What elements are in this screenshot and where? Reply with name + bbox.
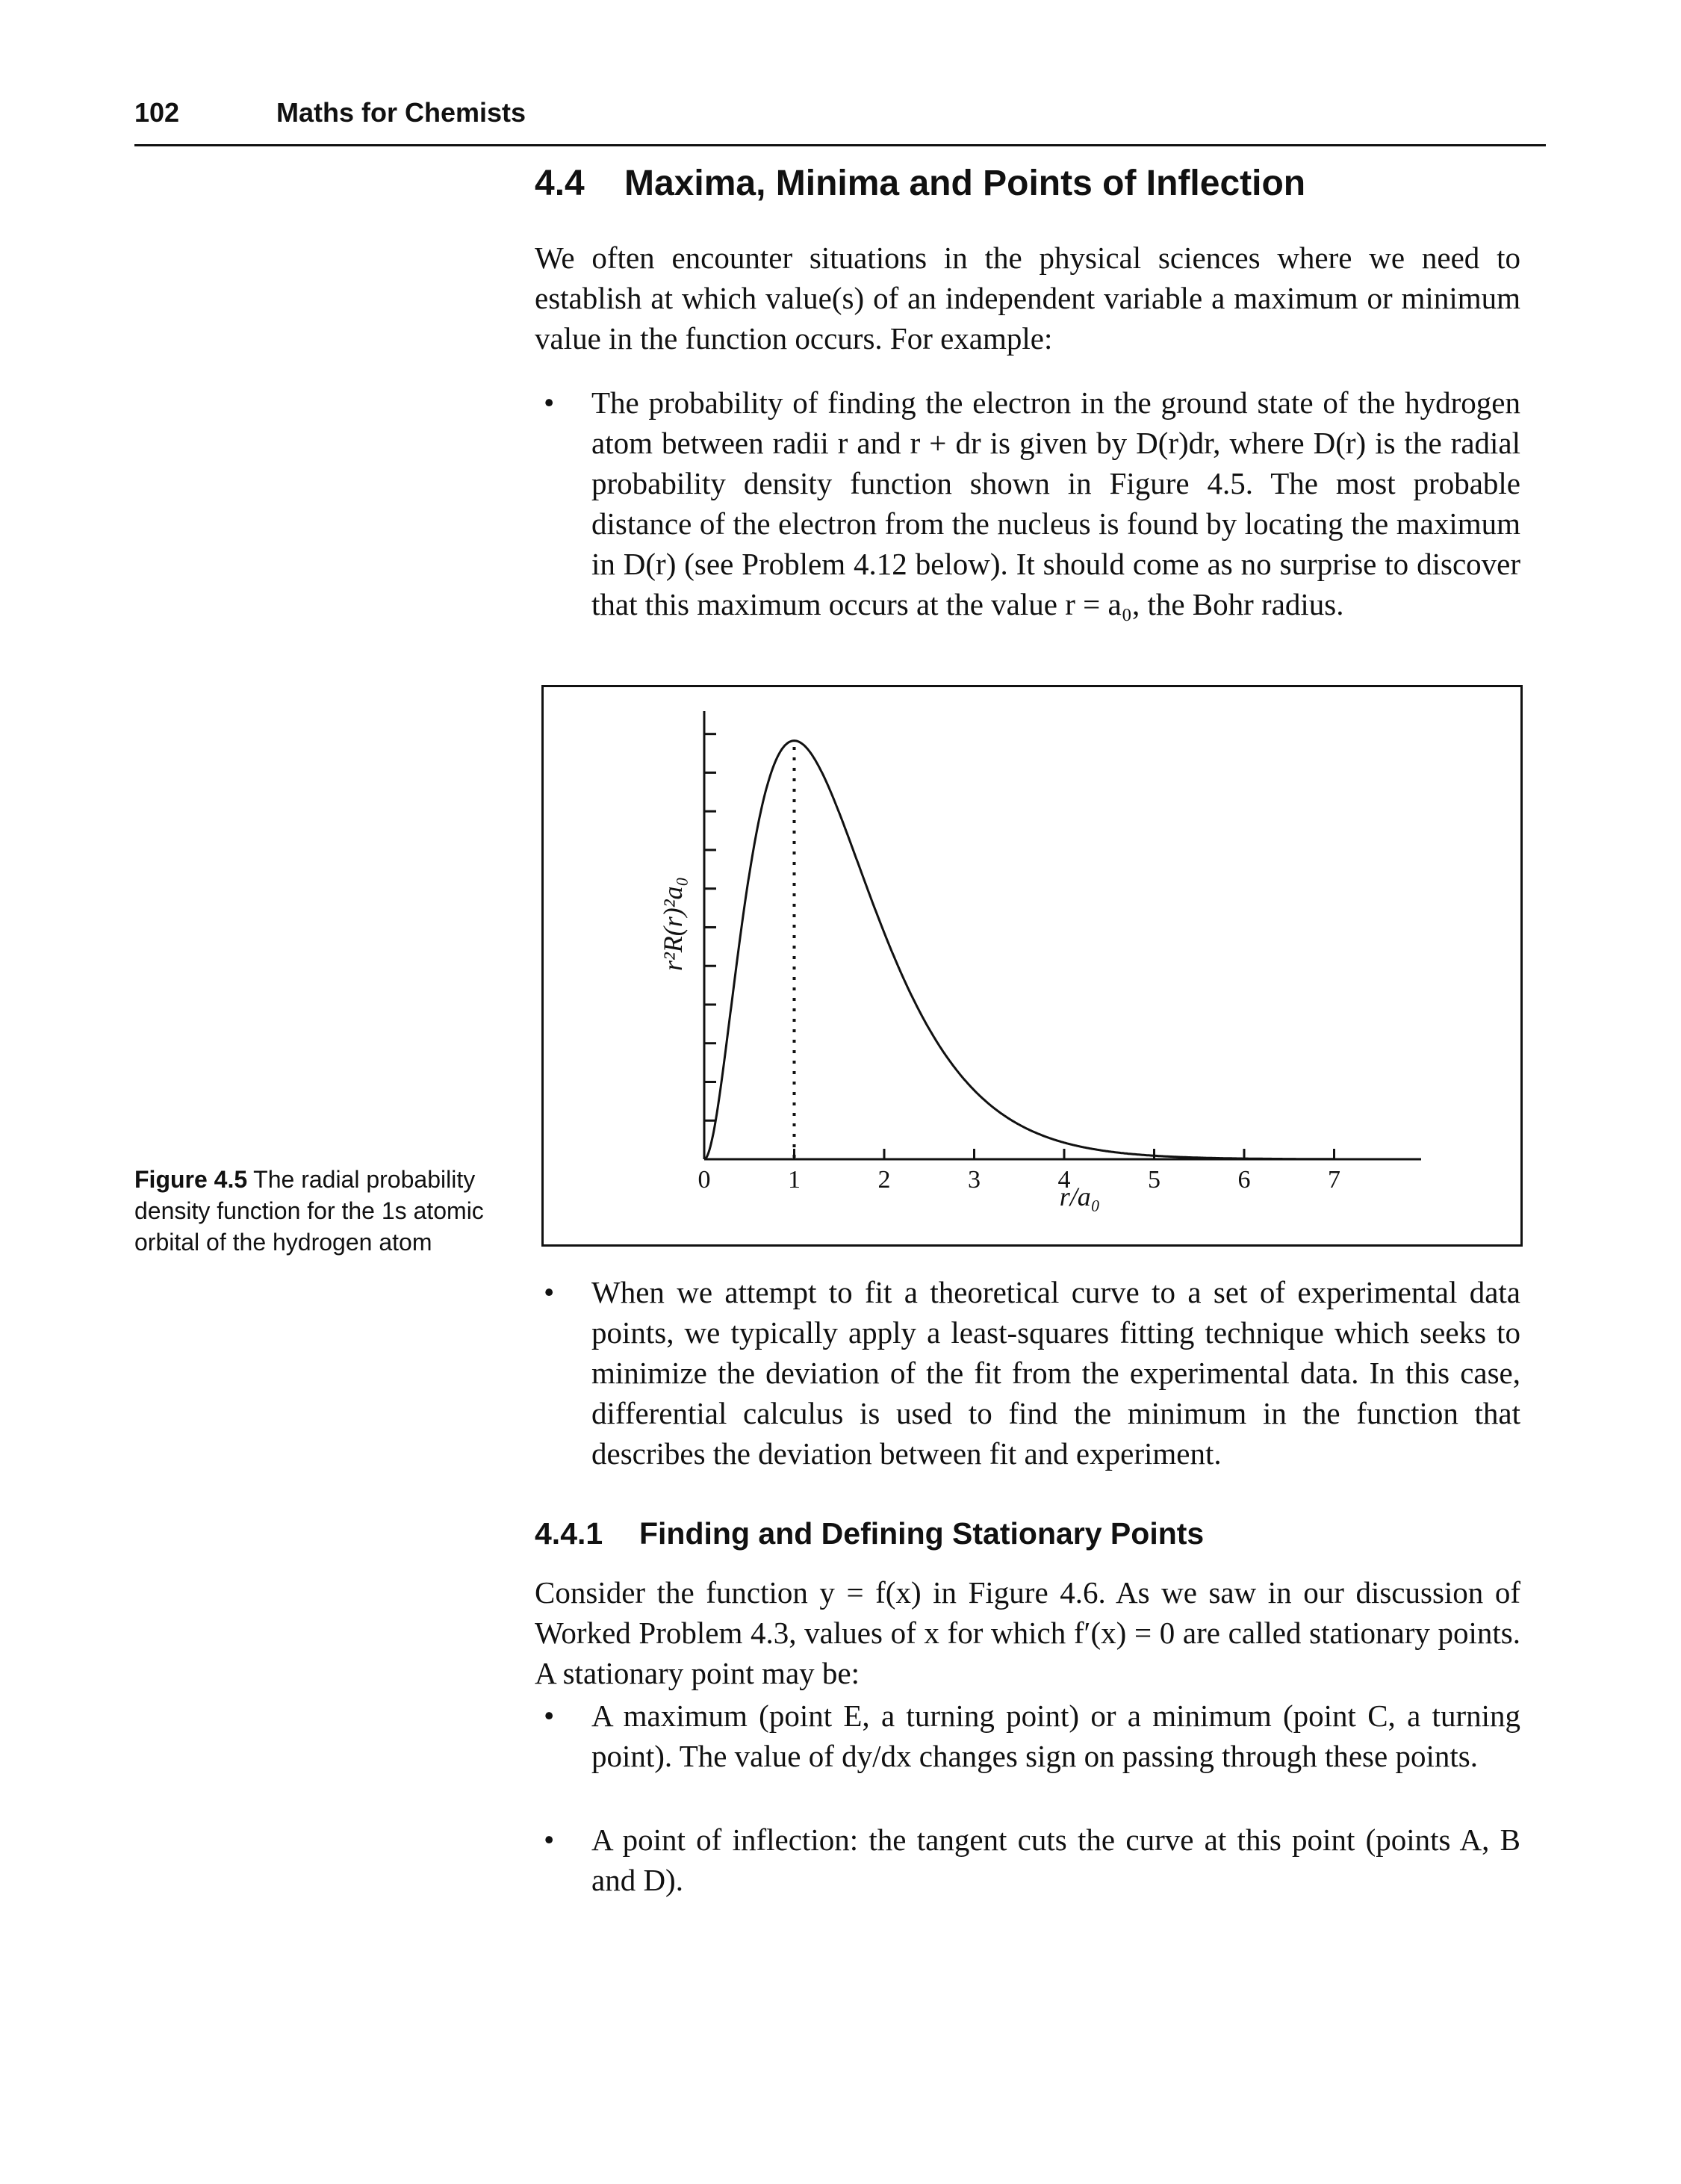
bullet-text: The probability of finding the electron … [591,385,1520,621]
bullet-text: A maximum (point E, a turning point) or … [591,1699,1520,1773]
radial-probability-chart: 0 1 2 3 4 5 6 7 r²R(r)²a₀ r/a₀ [658,711,1421,1212]
section-title: Maxima, Minima and Points of Inflection [624,164,1306,203]
x-tick-label: 7 [1328,1166,1340,1194]
x-axis-label: r/a₀ [1060,1182,1101,1212]
bullet-text: A point of inflection: the tangent cuts … [591,1822,1520,1897]
subsection-heading: 4.4.1 Finding and Defining Stationary Poi… [535,1516,1204,1551]
intro-paragraph: We often encounter situations in the phy… [535,241,1520,356]
book-title: Maths for Chemists [276,97,526,128]
x-axis-ticks: 0 1 2 3 4 5 6 7 [698,1149,1340,1194]
y-axis-ticks [704,733,716,1122]
running-head: 102 Maths for Chemists [134,97,526,128]
x-tick-label: 1 [788,1166,801,1194]
x-tick-label: 5 [1148,1166,1160,1194]
bullet-symbol: • [544,1699,555,1733]
page-number: 102 [134,97,180,128]
bullet-symbol: • [544,1822,555,1857]
y-axis-label: r²R(r)²a₀ [658,877,688,971]
header-rule [134,144,1546,146]
x-tick-label: 3 [968,1166,981,1194]
section-number: 4.4 [535,164,585,203]
bullet-symbol: • [544,1275,555,1309]
figure-frame [541,685,1523,1247]
subsection-number: 4.4.1 [535,1516,603,1551]
x-tick-label: 2 [878,1166,891,1194]
x-tick-label: 4 [1058,1166,1071,1194]
section-heading: 4.4 Maxima, Minima and Points of Inflecti… [535,163,1305,204]
bullet-symbol: • [544,385,555,420]
figure-caption-label: Figure 4.5 [134,1166,248,1193]
figure-caption-text: The radial probability density function … [134,1166,484,1256]
subsection-paragraph: Consider the function y = f(x) in Figure… [535,1575,1520,1690]
bullet-item: • When we attempt to fit a theoretical c… [535,1272,1520,1474]
x-tick-label: 0 [698,1166,711,1194]
subsection-title: Finding and Defining Stationary Points [639,1516,1205,1551]
bullet-item: • A maximum (point E, a turning point) o… [535,1696,1520,1776]
x-tick-label: 6 [1238,1166,1251,1194]
bullet-item: • The probability of finding the electro… [535,382,1520,624]
radial-density-curve [703,739,1334,1161]
bullet-item: • A point of inflection: the tangent cut… [535,1820,1520,1900]
bullet-text: When we attempt to fit a theoretical cur… [591,1275,1520,1471]
